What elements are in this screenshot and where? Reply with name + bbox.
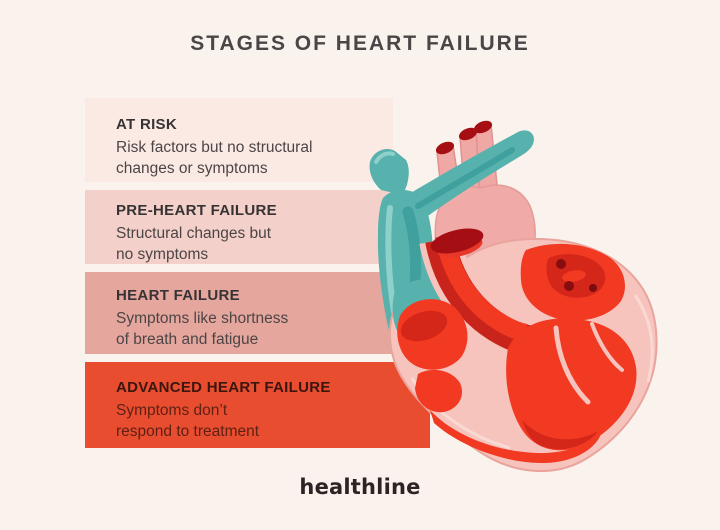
heart-chambers-icon bbox=[397, 243, 637, 464]
stage-description: Risk factors but no structural changes o… bbox=[116, 137, 393, 179]
stage-desc-line1: Structural changes but bbox=[116, 225, 272, 242]
stage-band-advanced-heart-failure: ADVANCED HEART FAILURE Symptoms don’t re… bbox=[85, 362, 430, 448]
stage-desc-line1: Risk factors but no structural bbox=[116, 139, 313, 156]
stage-desc-line2: respond to treatment bbox=[116, 423, 260, 440]
stage-band-pre-heart-failure: PRE-HEART FAILURE Structural changes but… bbox=[85, 190, 393, 264]
heart-cross-section-illustration bbox=[369, 120, 658, 472]
stage-desc-line2: changes or symptoms bbox=[116, 160, 268, 177]
stage-band-heart-failure: HEART FAILURE Symptoms like shortness of… bbox=[85, 272, 393, 354]
stage-desc-line2: no symptoms bbox=[116, 246, 209, 263]
stage-label: PRE-HEART FAILURE bbox=[116, 202, 277, 219]
stage-label: HEART FAILURE bbox=[116, 287, 240, 304]
stage-desc-line2: of breath and fatigue bbox=[116, 331, 259, 348]
stage-desc-line1: Symptoms don’t bbox=[116, 402, 228, 419]
stage-description: Symptoms don’t respond to treatment bbox=[116, 400, 430, 442]
stage-band-at-risk: AT RISK Risk factors but no structural c… bbox=[85, 98, 393, 182]
stage-description: Symptoms like shortness of breath and fa… bbox=[116, 308, 393, 350]
page-title: STAGES OF HEART FAILURE bbox=[190, 32, 530, 55]
stage-desc-line1: Symptoms like shortness bbox=[116, 310, 289, 327]
stage-description: Structural changes but no symptoms bbox=[116, 223, 393, 265]
aorta-opening-icon bbox=[419, 228, 533, 361]
stage-label: AT RISK bbox=[116, 116, 177, 133]
stage-label: ADVANCED HEART FAILURE bbox=[116, 379, 331, 396]
healthline-logo: healthline bbox=[299, 475, 421, 499]
